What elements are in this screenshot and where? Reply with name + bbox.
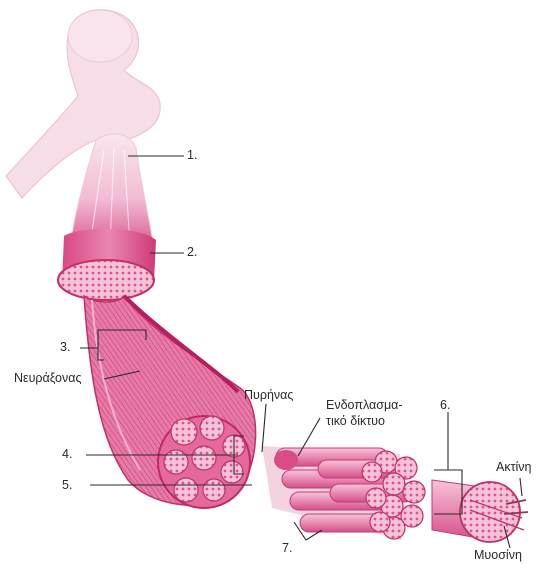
label-pyrinas: Πυρήνας — [244, 388, 293, 403]
label-endoplasm-line1: Ενδοπλασμα- — [326, 398, 403, 413]
label-7: 7. — [282, 541, 292, 556]
label-neuraxonas: Νευράξονας — [14, 371, 82, 386]
label-4: 4. — [62, 447, 72, 462]
label-2: 2. — [187, 245, 197, 260]
myofibril — [432, 480, 528, 542]
fiber-bundle — [262, 446, 425, 540]
label-5: 5. — [62, 478, 72, 493]
label-endoplasm-line2: τικό δίκτυο — [326, 414, 385, 429]
label-1: 1. — [187, 148, 197, 163]
muscle-cross-section — [58, 260, 154, 300]
label-3: 3. — [60, 340, 70, 355]
label-6: 6. — [440, 398, 450, 413]
label-myosini: Μυοσίνη — [474, 548, 522, 563]
label-aktini: Ακτίνη — [496, 460, 532, 475]
